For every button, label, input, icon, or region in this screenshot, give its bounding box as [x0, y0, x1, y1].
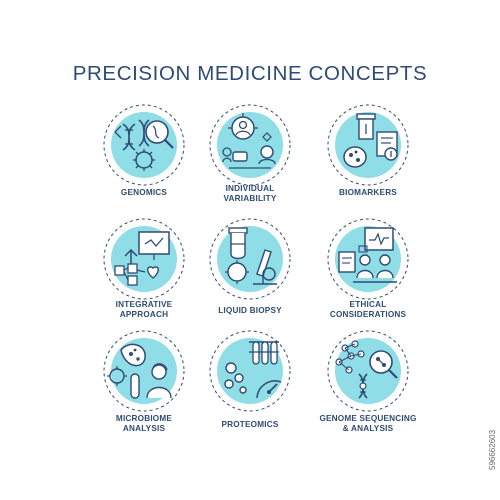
concept-label: PROTEOMICS [221, 420, 279, 429]
molecule-network-icon [325, 328, 411, 414]
presentation-board-icon [101, 216, 187, 302]
doctor-patient-consultation-icon [325, 216, 411, 302]
concept-label: GENOMICS [120, 188, 168, 197]
test-tube-report-icon [325, 102, 411, 188]
patient-target-icon [207, 102, 293, 188]
concept-label: LIQUID BIOPSY [218, 306, 282, 315]
concept-label: GENOME SEQUENCING& ANALYSIS [319, 414, 417, 433]
concept-label: BIOMARKERS [339, 188, 397, 197]
watermark-text: 596662603 [488, 429, 497, 470]
bacteria-scientist-icon [101, 328, 187, 414]
page-title: PRECISION MEDICINE CONCEPTS [72, 62, 428, 85]
microscope-sample-icon [207, 216, 293, 302]
dna-magnifier-icon [101, 102, 187, 188]
test-tubes-molecules-icon [207, 328, 293, 414]
